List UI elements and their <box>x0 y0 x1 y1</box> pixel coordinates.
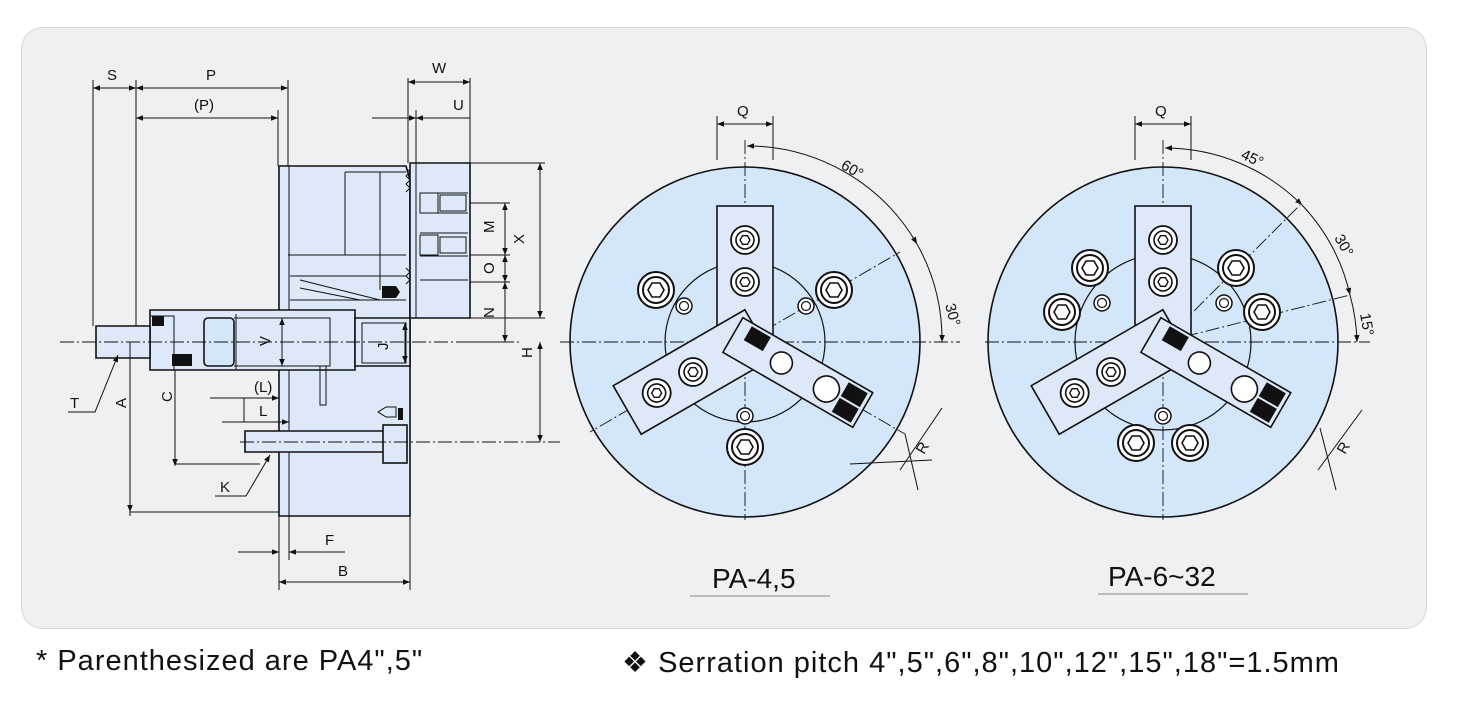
dim-t: T <box>70 395 79 412</box>
dim-p: P <box>206 67 216 84</box>
dim-a: A <box>113 398 130 408</box>
dim-u: U <box>453 97 464 114</box>
dim-h: H <box>519 347 536 358</box>
diamond-icon: ❖ <box>622 647 649 679</box>
dim-s: S <box>107 67 117 84</box>
dim-m: M <box>481 221 498 234</box>
dim-j: J <box>375 343 392 351</box>
angle-45: 45° <box>1238 146 1266 171</box>
side-view: S P (P) W U X M O N H J V T A C (L) L K … <box>60 60 560 590</box>
footnote-parenthesized: * Parenthesized are PA4",5" <box>36 645 424 677</box>
front-view-pa-4-5: Q 60° 30° R PA-4,5 <box>560 103 963 597</box>
angle-15: 15° <box>1356 312 1377 337</box>
front-view-pa-6-32: Q 45° 30° 15° R PA-6~32 <box>985 103 1377 595</box>
dim-o: O <box>481 262 498 274</box>
dim-l-paren: (L) <box>254 379 272 396</box>
dim-v: V <box>257 336 274 346</box>
angle-30-left: 30° <box>941 302 963 328</box>
dim-r-right: R <box>1334 439 1354 457</box>
dim-l: L <box>259 403 267 420</box>
dim-w: W <box>432 60 447 77</box>
dim-b: B <box>338 563 348 580</box>
title-pa-4-5: PA-4,5 <box>712 563 796 594</box>
angle-30-right: 30° <box>1331 232 1357 260</box>
dim-f: F <box>325 532 334 549</box>
serration-text: Serration pitch 4",5",6",8",10",12",15",… <box>658 647 1340 679</box>
dim-r-left: R <box>913 439 933 457</box>
angle-60: 60° <box>838 157 866 183</box>
title-pa-6-32: PA-6~32 <box>1108 561 1216 592</box>
dim-q-right: Q <box>1155 103 1167 120</box>
footnote-serration: ❖ Serration pitch 4",5",6",8",10",12",15… <box>622 645 1340 680</box>
dim-p-paren: (P) <box>194 97 214 114</box>
dim-k: K <box>220 479 230 496</box>
dim-n: N <box>481 307 498 318</box>
dim-c: C <box>159 391 176 402</box>
dim-q-left: Q <box>737 103 749 120</box>
dim-x: X <box>511 234 528 244</box>
